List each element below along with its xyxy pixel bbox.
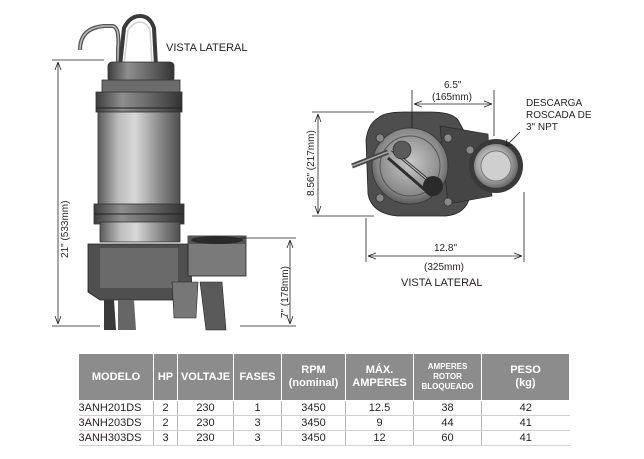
cell-max-amp: 12 — [345, 430, 414, 446]
discharge-label-line-2: ROSCADA DE — [526, 110, 592, 121]
cell-hp: 3 — [153, 430, 178, 446]
cell-voltaje: 230 — [177, 400, 234, 416]
cell-fases: 3 — [233, 415, 282, 431]
depth-label: 8.56" (217mm) — [306, 130, 317, 196]
cell-max-amp: 9 — [345, 415, 414, 431]
cell-peso: 41 — [481, 430, 570, 446]
bottom-width-label: 12.8" — [434, 243, 457, 254]
cell-max-amp: 12.5 — [345, 400, 414, 416]
header-hp: HP — [153, 353, 178, 401]
side-dimension-lines — [52, 59, 296, 327]
side-view-pump — [78, 13, 247, 331]
discharge-label-line-1: DESCARGA — [526, 98, 582, 109]
cell-modelo: 3ANH203DS — [78, 415, 154, 431]
top-width-label: 6.5" — [444, 80, 462, 91]
cell-modelo: 3ANH201DS — [78, 400, 154, 416]
cell-fases: 1 — [233, 400, 282, 416]
cell-rpm: 3450 — [281, 430, 346, 446]
spec-table: MODELO HP VOLTAJE FASES RPM(nominal) MÁX… — [78, 353, 570, 446]
side-view-caption: VISTA LATERAL — [166, 42, 248, 54]
cell-locked-rotor: 38 — [413, 400, 482, 416]
discharge-label-line-3: 3" NPT — [526, 122, 558, 133]
cell-modelo: 3ANH303DS — [78, 430, 154, 446]
cell-locked-rotor: 60 — [413, 430, 482, 446]
header-max-amperes: MÁX.AMPERES — [345, 353, 414, 401]
top-view-pump — [351, 111, 523, 217]
cell-hp: 2 — [153, 415, 178, 431]
pump-drawing: VISTA LATERAL 21" (533mm) 7" (178mm) — [52, 13, 592, 331]
header-peso: PESO(kg) — [481, 353, 570, 401]
top-dimension-lines — [312, 90, 525, 262]
cell-voltaje: 230 — [177, 415, 234, 431]
header-voltaje: VOLTAJE — [177, 353, 234, 401]
cell-locked-rotor: 44 — [413, 415, 482, 431]
top-width-mm-label: (165mm) — [432, 92, 472, 103]
cell-voltaje: 230 — [177, 430, 234, 446]
cell-rpm: 3450 — [281, 400, 346, 416]
table-row: 3ANH201DS 2 230 1 3450 12.5 38 42 — [78, 400, 570, 416]
cell-peso: 41 — [481, 415, 570, 431]
table-header-row: MODELO HP VOLTAJE FASES RPM(nominal) MÁX… — [78, 353, 570, 401]
top-view-caption: VISTA LATERAL — [401, 277, 483, 289]
table-row: 3ANH303DS 3 230 3 3450 12 60 41 — [78, 430, 570, 446]
header-fases: FASES — [233, 353, 282, 401]
overall-height-label: 21" (533mm) — [60, 201, 71, 258]
table-row: 3ANH203DS 2 230 3 3450 9 44 41 — [78, 415, 570, 431]
cell-rpm: 3450 — [281, 415, 346, 431]
cell-hp: 2 — [153, 400, 178, 416]
header-modelo: MODELO — [78, 353, 154, 401]
inlet-height-label: 7" (178mm) — [280, 266, 291, 318]
header-rpm: RPM(nominal) — [281, 353, 346, 401]
cell-fases: 3 — [233, 430, 282, 446]
cell-peso: 42 — [481, 400, 570, 416]
bottom-width-mm-label: (325mm) — [424, 262, 464, 273]
